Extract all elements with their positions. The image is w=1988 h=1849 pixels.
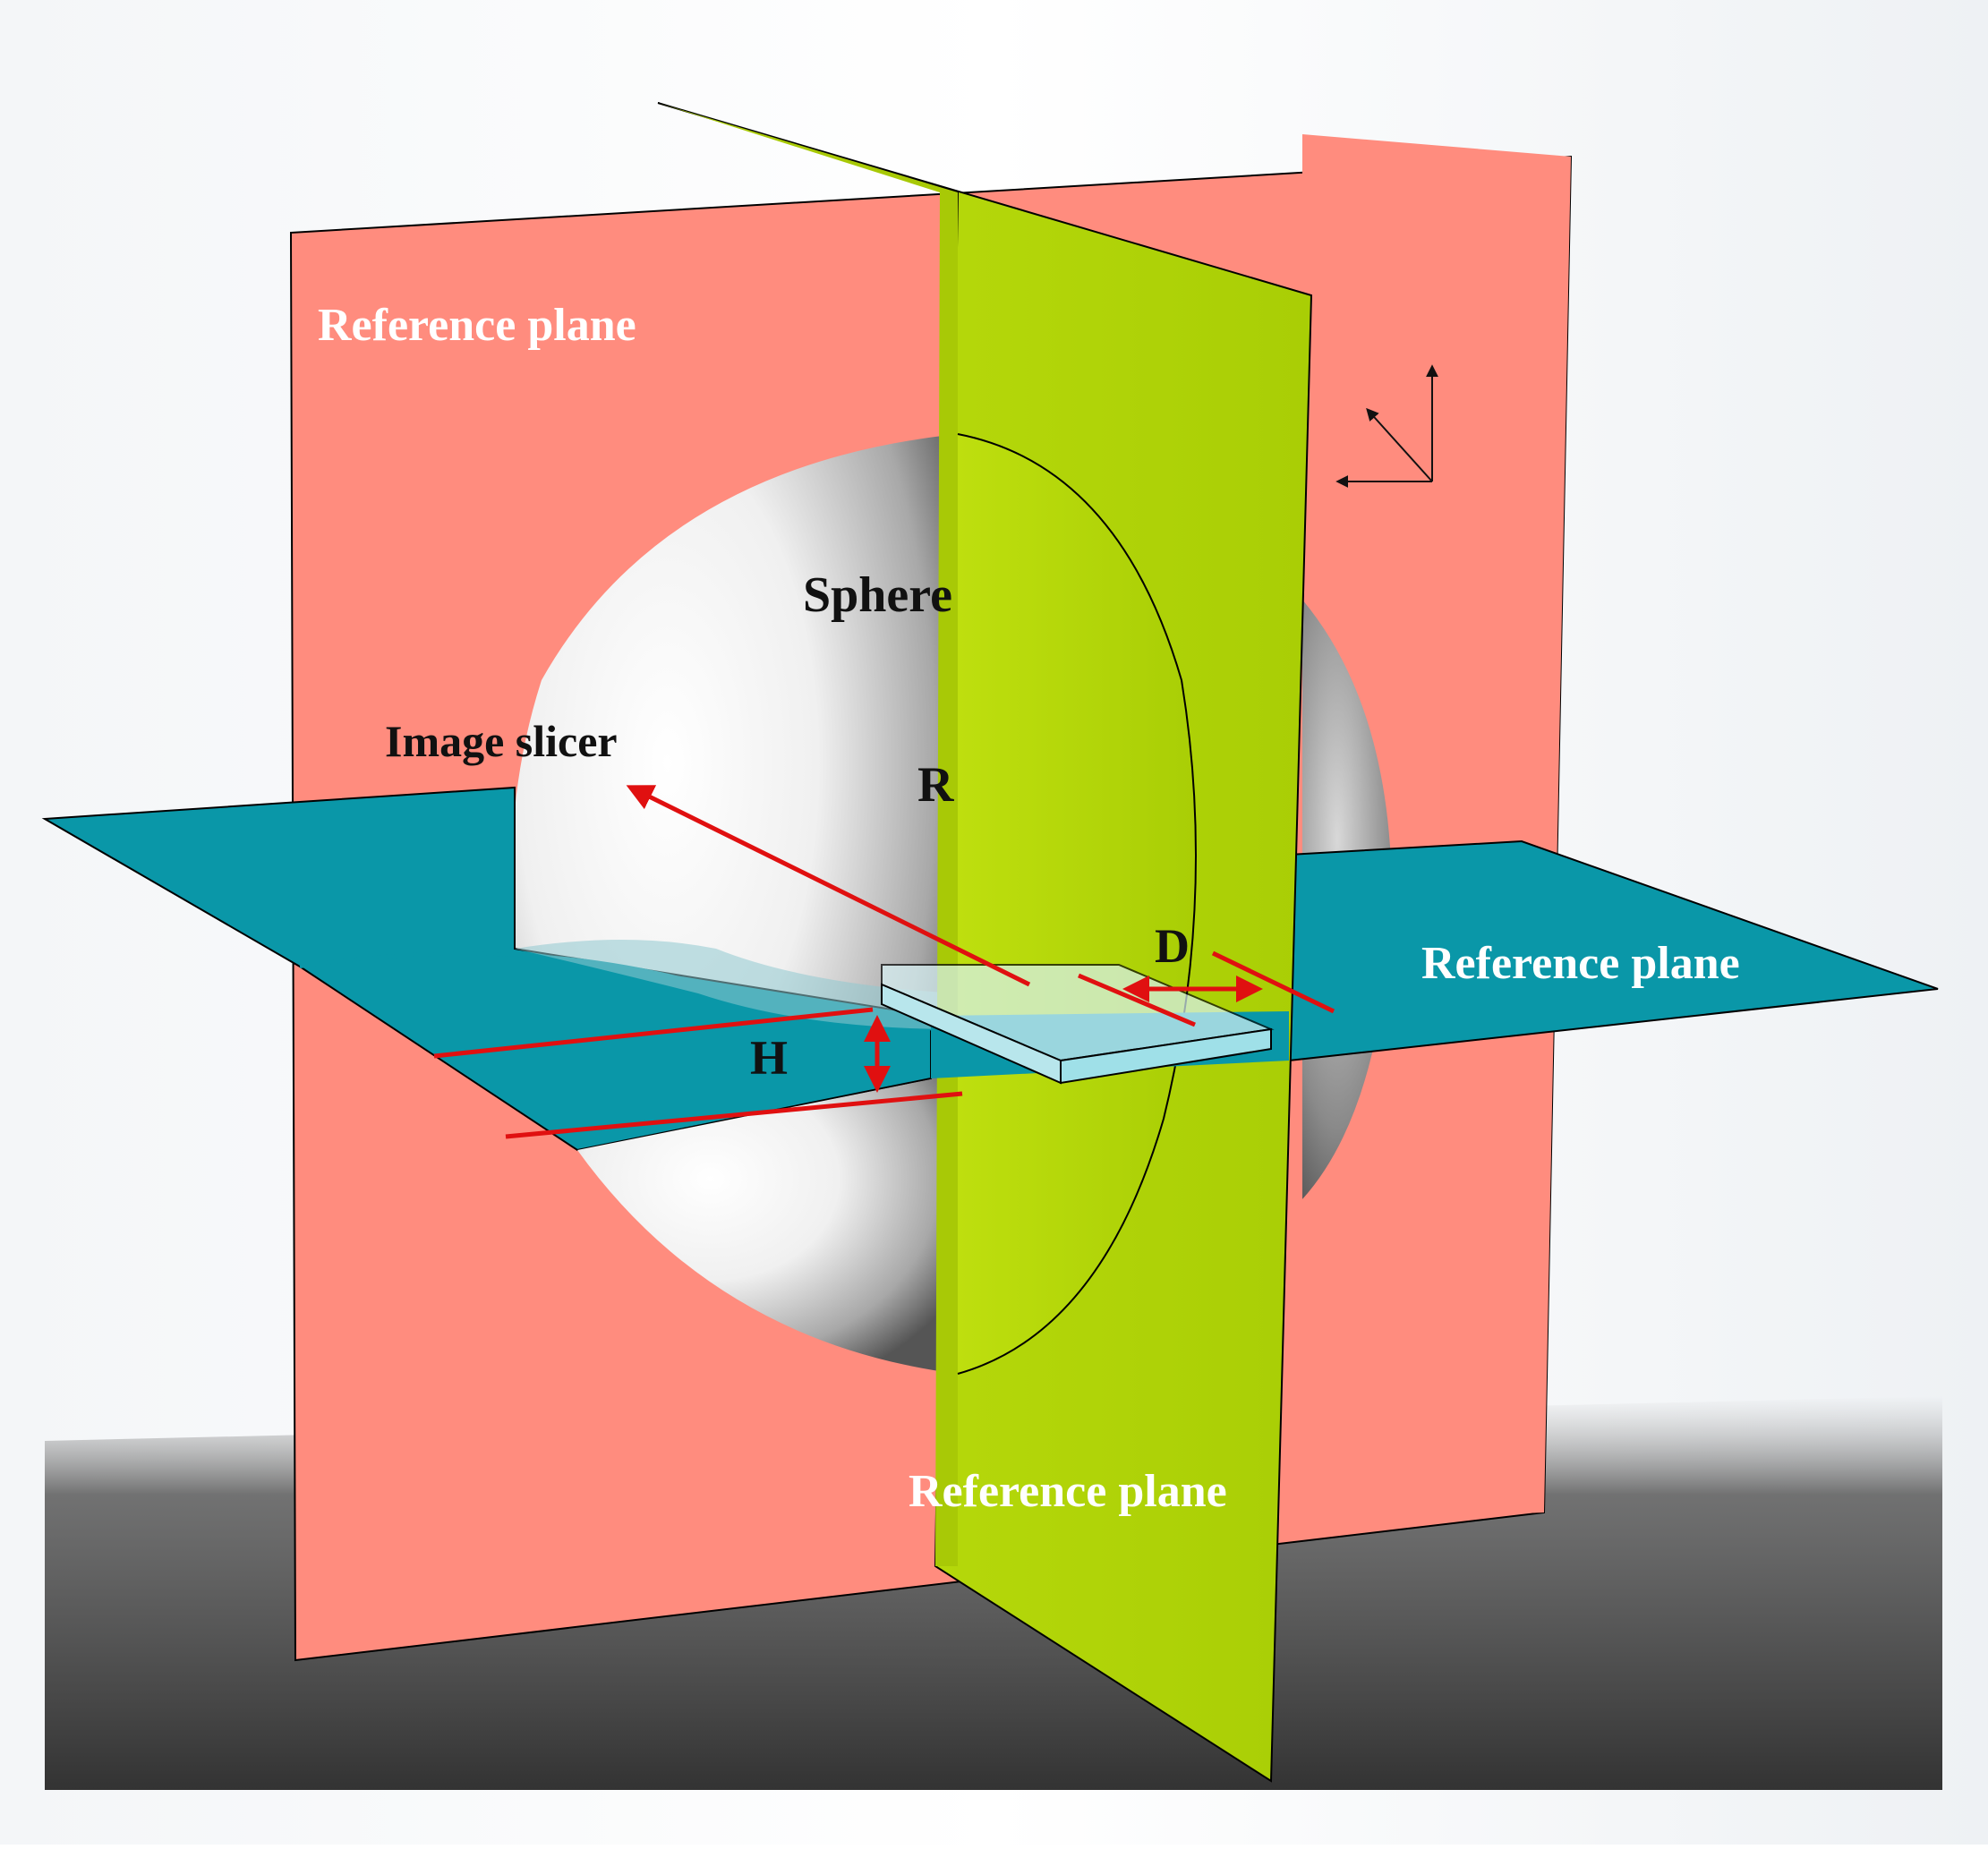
green-plane-front [958,434,1196,1374]
green-plane-sphere-edge [957,433,1197,1375]
label-height: H [750,1031,788,1085]
h-lower-extension-line [505,1091,963,1139]
sphere-lower [577,1074,958,1374]
label-radius: R [917,757,954,813]
dimension-lines [433,785,1335,1139]
radius-arrow [626,785,1031,987]
label-image-slicer: Image slicer [385,716,618,766]
label-distance: D [1155,919,1190,973]
label-reference-plane-left: Reference plane [318,300,636,351]
coordinate-axes-icon [1335,364,1438,488]
label-sphere: Sphere [803,567,952,623]
d-right-extension-line [1211,950,1335,1014]
sphere-cut-shading [515,940,958,1029]
label-reference-plane-right: Reference plane [1421,938,1740,989]
h-upper-extension-line [433,1007,874,1059]
label-reference-plane-bottom: Reference plane [909,1466,1227,1517]
